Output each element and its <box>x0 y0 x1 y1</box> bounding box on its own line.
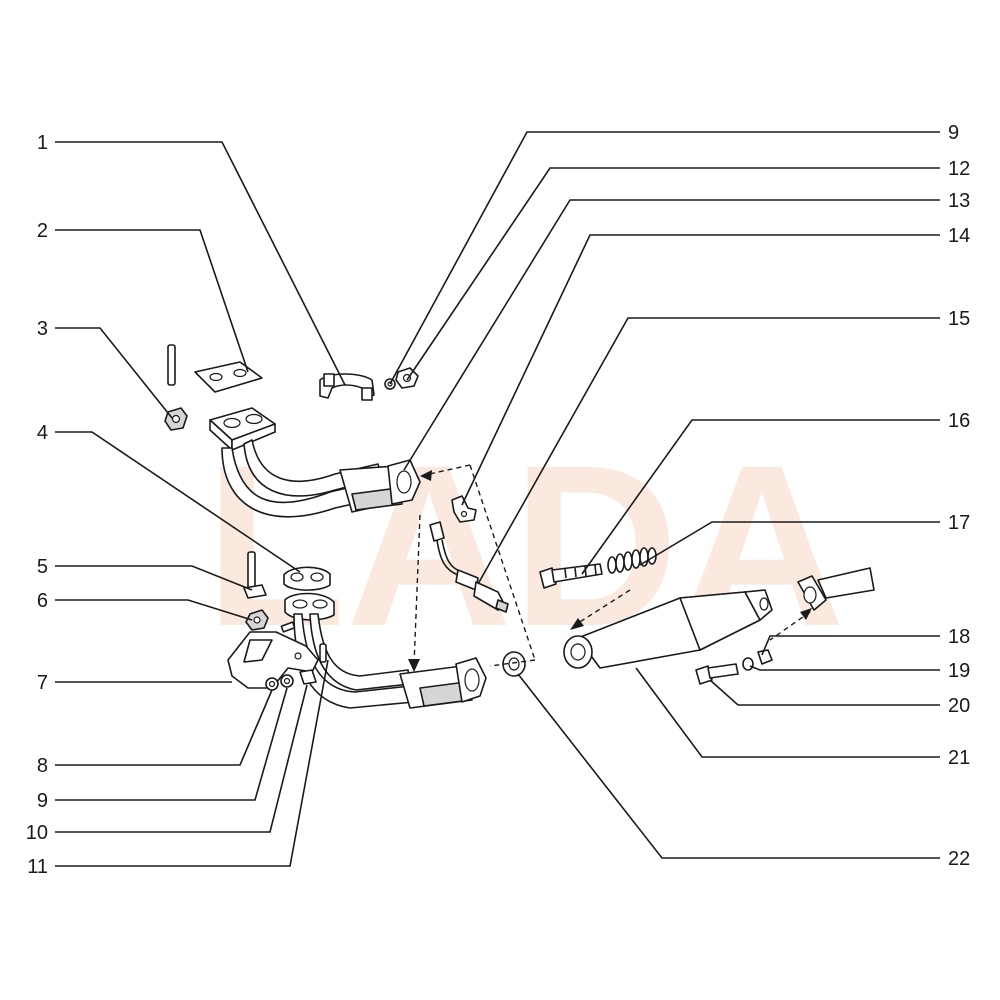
gasket-part-4 <box>283 566 331 591</box>
nut-part-12-top <box>395 367 419 389</box>
front-pipe-upper <box>209 407 421 518</box>
converter-part-21 <box>563 589 773 669</box>
nut-part-3 <box>164 407 188 431</box>
parts <box>164 344 875 709</box>
bolt-part-11 <box>299 669 317 685</box>
callout-7: 7 <box>37 672 48 694</box>
stud-upper <box>167 344 176 386</box>
clamp-part-1 <box>319 373 375 401</box>
callout-11: 11 <box>27 856 48 878</box>
callout-22: 22 <box>948 848 970 870</box>
callout-9-right: 9 <box>948 122 959 144</box>
assembly-lines <box>408 464 812 672</box>
callout-8: 8 <box>37 755 48 777</box>
stud-lower <box>247 551 256 591</box>
callout-17: 17 <box>948 512 970 534</box>
callouts-right: 9 12 13 14 15 16 17 18 19 20 21 22 <box>948 122 970 870</box>
front-pipe-lower <box>284 592 487 709</box>
bolt-part-20 <box>695 663 739 685</box>
callout-1: 1 <box>37 132 48 154</box>
callout-18: 18 <box>948 626 970 648</box>
nut-part-6 <box>245 609 269 631</box>
callout-4: 4 <box>37 422 48 444</box>
gasket-part-2 <box>194 361 263 393</box>
bracket-part-7 <box>227 631 319 689</box>
washer-part-5 <box>243 584 267 599</box>
callout-20: 20 <box>948 695 970 717</box>
callout-12: 12 <box>948 158 970 180</box>
ring-gasket-part-22 <box>502 651 526 677</box>
oxygen-sensor-part-15 <box>429 521 509 613</box>
rear-pipe <box>797 567 875 611</box>
callout-16: 16 <box>948 410 970 432</box>
callout-15: 15 <box>948 308 970 330</box>
callout-19: 19 <box>948 660 970 682</box>
callout-3: 3 <box>37 318 48 340</box>
callout-21: 21 <box>948 747 970 769</box>
bracket-part-14 <box>451 495 477 523</box>
leader-lines <box>55 131 940 867</box>
callout-6: 6 <box>37 590 48 612</box>
callout-13: 13 <box>948 190 970 212</box>
spring-part-17 <box>607 547 657 574</box>
bolt-part-16 <box>539 563 603 589</box>
callout-5: 5 <box>37 556 48 578</box>
callouts-left: 1 2 3 4 5 6 7 8 9 10 11 <box>26 132 48 878</box>
callout-2: 2 <box>37 220 48 242</box>
washer-part-8 <box>265 677 279 691</box>
callout-9-left: 9 <box>37 790 48 812</box>
callout-14: 14 <box>948 225 970 247</box>
washer-part-19 <box>742 657 754 671</box>
washer-part-9-lower <box>280 674 294 688</box>
stud-bracket <box>319 643 327 663</box>
callout-10: 10 <box>26 822 48 844</box>
